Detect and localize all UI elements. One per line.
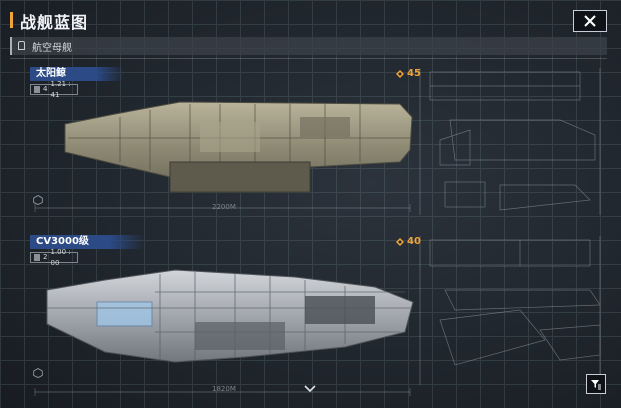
- ship-ratio: 1.21 : 41: [50, 79, 71, 99]
- page-title: 战舰蓝图: [20, 13, 89, 32]
- ship-image: [46, 269, 414, 363]
- ship-level: 2: [43, 253, 48, 261]
- category-bar: 航空母舰: [10, 37, 607, 55]
- divider: [10, 58, 607, 59]
- points-icon: [396, 237, 404, 246]
- ship-points: 40: [395, 236, 421, 247]
- filter-icon: [591, 380, 601, 390]
- ship-scale-label: 1820M: [212, 385, 236, 393]
- ship-ratio: 1.00 : 00: [50, 247, 71, 267]
- filter-button[interactable]: [586, 374, 606, 394]
- points-icon: [396, 69, 404, 78]
- ship-name-tag: 太阳鲸: [30, 67, 124, 81]
- ship-points-value: 45: [407, 68, 421, 79]
- plane-icon: [34, 254, 41, 261]
- ship-points-value: 40: [407, 236, 421, 247]
- ship-level: 4: [43, 85, 48, 93]
- ship-name-tag: CV3000级: [30, 235, 144, 249]
- carrier-icon: [18, 41, 25, 50]
- ship-blueprint-2[interactable]: [45, 262, 415, 372]
- close-icon: [584, 15, 596, 27]
- ship-blueprint-1[interactable]: [60, 92, 415, 202]
- ship-stats: 2 1.00 : 00: [30, 248, 78, 267]
- ship-points: 45: [395, 68, 421, 79]
- ship-scale-label: 2200M: [212, 203, 236, 211]
- title-accent: [10, 12, 13, 28]
- plane-icon: [34, 86, 41, 93]
- chevron-down-icon[interactable]: [303, 384, 317, 394]
- hex-marker-icon: [33, 195, 43, 205]
- category-label: 航空母舰: [32, 43, 72, 54]
- ship-stats: 4 1.21 : 41: [30, 80, 78, 99]
- hex-marker-icon: [33, 368, 43, 378]
- ship-image: [64, 101, 413, 193]
- close-button[interactable]: [573, 10, 607, 32]
